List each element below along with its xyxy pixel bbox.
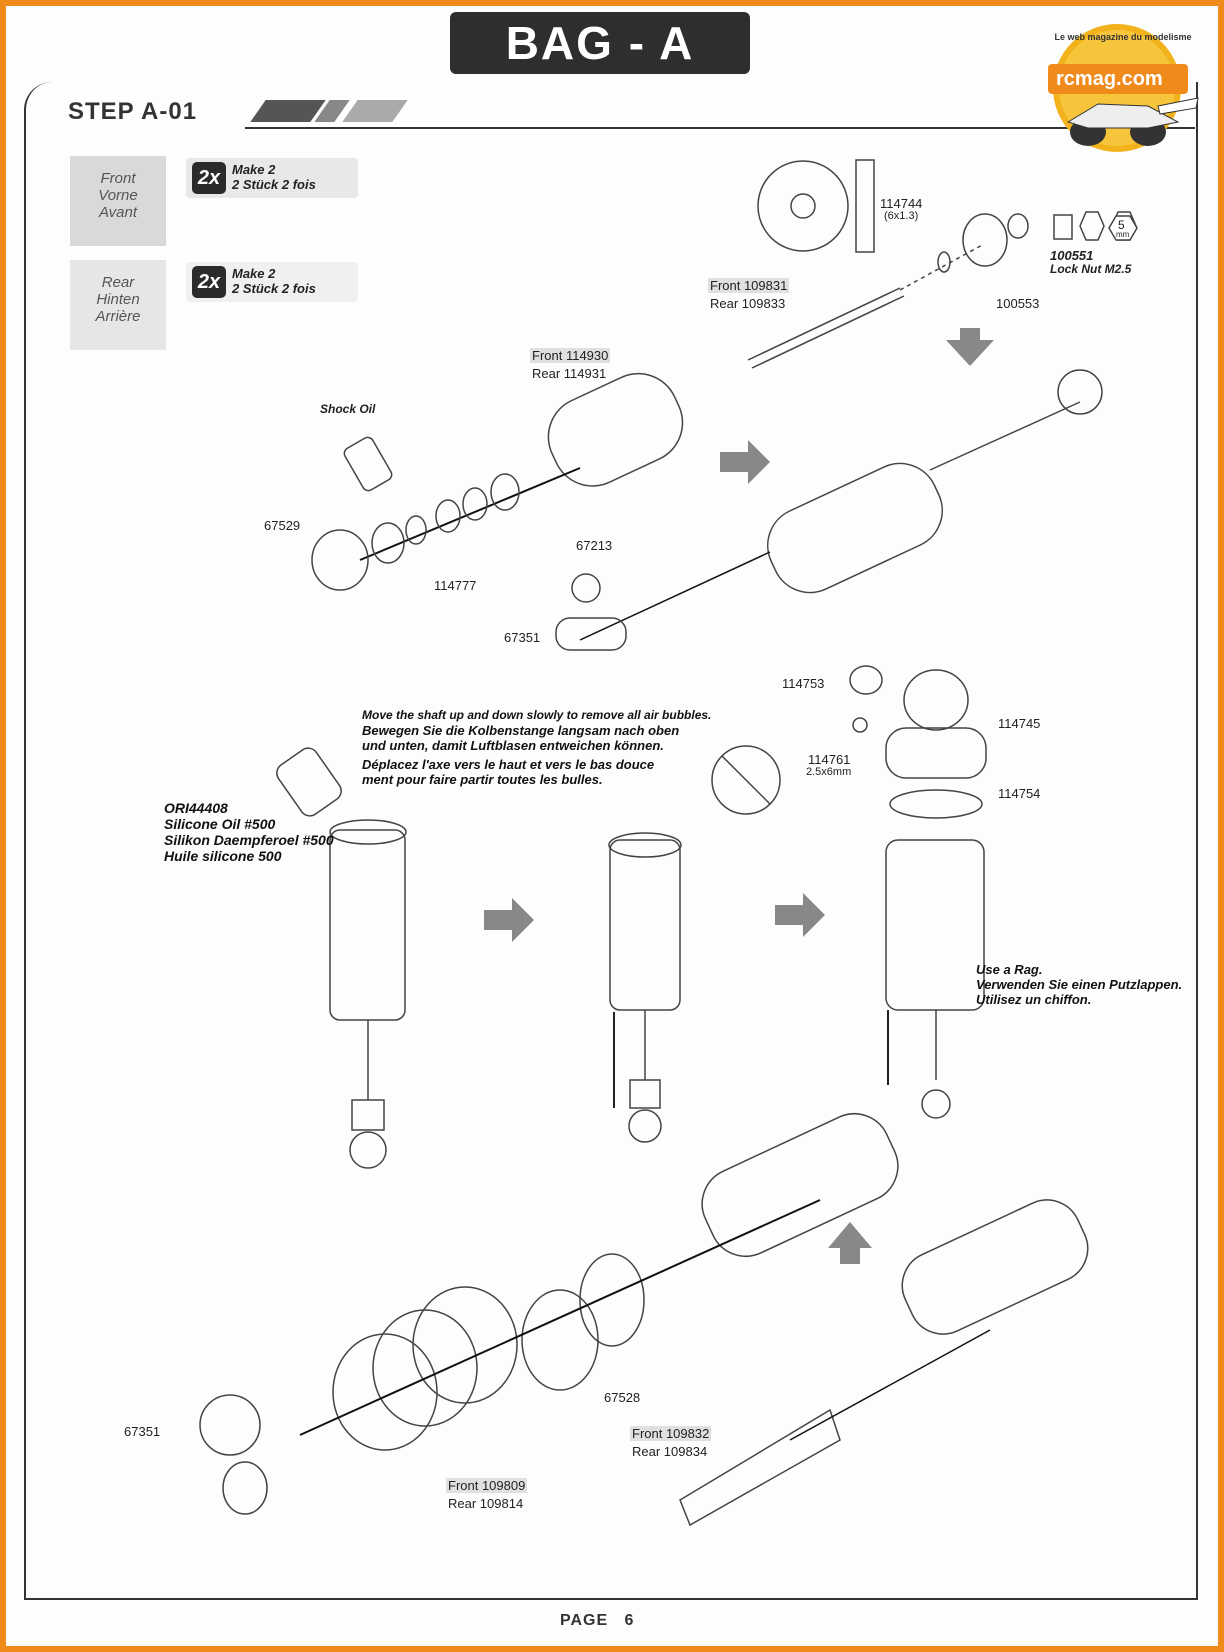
logo-tagline: Le web magazine du modelisme	[1054, 32, 1192, 42]
make-line: 2 Stück 2 fois	[232, 177, 316, 192]
rag-note-line: Use a Rag.	[976, 962, 1043, 977]
quantity-badge: 2x	[192, 266, 226, 298]
shaft-illustration	[747, 243, 985, 369]
part-label-67529: 67529	[264, 518, 301, 533]
part-label-100553: 100553	[996, 296, 1040, 311]
quantity-badge: 2x	[192, 162, 226, 194]
bleed-note-line: Move the shaft up and down slowly to rem…	[362, 708, 712, 722]
part-label-114744: 114744	[880, 196, 923, 211]
part-label-114754: 114754	[998, 786, 1041, 801]
wrench-size: 5	[1118, 218, 1125, 232]
bag-title: BAG - A	[450, 12, 750, 74]
part-label-shaft-front: Front 109831	[708, 278, 790, 293]
step-title: STEP A-01	[68, 98, 198, 125]
assembled-shock-illustration	[555, 369, 1103, 651]
spring-assembly-illustration	[199, 1113, 899, 1515]
part-label-67351-top: 67351	[504, 630, 541, 645]
make-quantity-rear: 2x Make 2 2 Stück 2 fois	[186, 262, 358, 302]
make-line: Make 2	[232, 266, 276, 281]
part-size-114744: (6x1.3)	[884, 210, 919, 222]
cap-assembly-shock-illustration	[849, 665, 987, 1119]
part-label-tool-rear: Rear 109834	[632, 1444, 708, 1459]
bleed-note-line: Bewegen Sie die Kolbenstange langsam nac…	[362, 723, 680, 738]
make-text: Make 2 2 Stück 2 fois	[232, 162, 316, 192]
variant-label-line: Vorne	[98, 187, 138, 204]
part-label-67528: 67528	[604, 1390, 641, 1405]
oil-note-line: ORI44408	[164, 800, 228, 816]
variant-rear-label: Rear Hinten Arrière	[70, 260, 166, 350]
variant-front-label: Front Vorne Avant	[70, 156, 166, 246]
spring-front-label: Front 109809	[446, 1478, 528, 1493]
oil-note-line: Silicone Oil #500	[164, 816, 276, 832]
part-label-114745: 114745	[998, 716, 1041, 731]
oil-note: ORI44408 Silicone Oil #500 Silikon Daemp…	[164, 800, 334, 864]
rag-note: Use a Rag. Verwenden Sie einen Putzlappe…	[976, 962, 1182, 1007]
rag-note-line: Verwenden Sie einen Putzlappen.	[976, 977, 1183, 992]
variant-label-line: Rear	[101, 274, 135, 291]
part-label-67351-bottom: 67351	[124, 1424, 161, 1439]
shaft-front-label: Front 109831	[708, 278, 790, 293]
part-label-tool-front: Front 109832	[630, 1426, 712, 1441]
make-line: Make 2	[232, 162, 276, 177]
oil-fill-shock-illustration	[276, 747, 407, 1169]
part-label-body-rear: Rear 114931	[532, 366, 607, 381]
part-label-100551: 100551	[1050, 248, 1094, 263]
make-quantity-front: 2x Make 2 2 Stück 2 fois	[186, 158, 358, 198]
make-text: Make 2 2 Stück 2 fois	[232, 266, 316, 296]
bleed-note-line: Déplacez l'axe vers le haut et vers le b…	[362, 757, 655, 772]
variant-label-line: Front	[100, 170, 136, 187]
part-label-114777: 114777	[434, 578, 477, 593]
part-label-spring-front: Front 109809	[446, 1478, 528, 1493]
process-arrows	[484, 328, 994, 1264]
step-divider	[245, 127, 1195, 129]
shock-body-illustration	[311, 372, 684, 591]
part-label-114761: 114761	[808, 752, 851, 767]
variant-label-line: Hinten	[96, 291, 140, 308]
make-line: 2 Stück 2 fois	[232, 281, 316, 296]
part-label-114753: 114753	[782, 676, 825, 691]
variant-label-line: Arrière	[95, 308, 141, 325]
body-front-label: Front 114930	[530, 348, 611, 363]
bleed-note-line: und unten, damit Luftblasen entweichen k…	[362, 738, 664, 753]
rag-note-line: Utilisez un chiffon.	[976, 992, 1092, 1007]
logo-site: rcmag.com	[1056, 68, 1163, 90]
part-label-spring-rear: Rear 109814	[448, 1496, 524, 1511]
page-number: PAGE 6	[560, 1612, 635, 1629]
part-label-67213: 67213	[576, 538, 613, 553]
tool-front-label: Front 109832	[630, 1426, 712, 1441]
spring-tool-illustration	[679, 1199, 1089, 1527]
wrench-unit: mm	[1116, 230, 1130, 239]
shock-oil-label: Shock Oil	[320, 402, 376, 416]
rcmag-logo-graphic	[1048, 24, 1199, 152]
rcmag-logo: rcmag.com Le web magazine du modelisme	[1028, 22, 1206, 158]
bleed-note: Move the shaft up and down slowly to rem…	[362, 708, 711, 787]
bleed-note-line: ment pour faire partir toutes les bulles…	[362, 772, 603, 787]
oil-note-line: Silikon Daempferoel #500	[164, 832, 334, 848]
part-size-114761: 2.5x6mm	[806, 766, 852, 778]
part-label-shaft-rear: Rear 109833	[710, 296, 786, 311]
variant-label-line: Avant	[98, 204, 138, 221]
bleed-shock-illustration	[608, 745, 781, 1143]
oil-note-line: Huile silicone 500	[164, 848, 282, 864]
step-panel	[24, 82, 1198, 1600]
part-label-body-front: Front 114930	[530, 348, 611, 363]
part-name-100551: Lock Nut M2.5	[1050, 262, 1132, 276]
